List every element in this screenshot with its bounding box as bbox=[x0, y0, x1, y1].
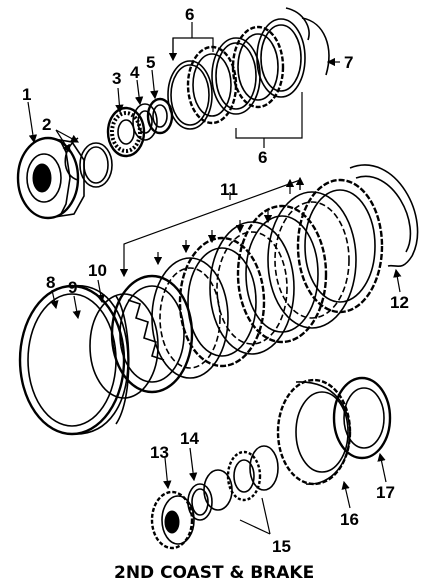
part-8-drum bbox=[18, 284, 130, 436]
part-16-ring-gear bbox=[276, 378, 352, 486]
callout-17: 17 bbox=[376, 483, 395, 502]
callout-1: 1 bbox=[22, 85, 31, 104]
part-17-washer bbox=[332, 376, 392, 460]
callout-5: 5 bbox=[146, 53, 155, 72]
part-10-piston bbox=[110, 274, 194, 394]
part-15-bearings bbox=[203, 445, 279, 511]
callout-13: 13 bbox=[150, 443, 169, 462]
callout-3: 3 bbox=[112, 69, 121, 88]
callout-6-bottom: 6 bbox=[258, 148, 267, 167]
callout-7: 7 bbox=[344, 53, 353, 72]
part-14-washer bbox=[187, 483, 213, 521]
part-11-clutch-pack bbox=[151, 178, 384, 379]
part-13-gear bbox=[150, 490, 195, 550]
callout-2: 2 bbox=[42, 115, 51, 134]
callout-10: 10 bbox=[88, 261, 107, 280]
callout-11: 11 bbox=[220, 180, 238, 199]
callout-12: 12 bbox=[390, 293, 409, 312]
part-12-snap-ring bbox=[349, 164, 419, 268]
callout-8: 8 bbox=[46, 273, 55, 292]
diagram-title: 2ND COAST & BRAKE bbox=[114, 563, 314, 583]
part-7-snap-ring bbox=[285, 7, 330, 76]
part-3-sprag bbox=[106, 106, 146, 158]
part-1-hub bbox=[16, 136, 85, 220]
callout-15: 15 bbox=[272, 537, 291, 556]
callout-14: 14 bbox=[180, 429, 199, 448]
callout-9: 9 bbox=[68, 278, 77, 297]
callout-6-top: 6 bbox=[185, 5, 194, 24]
part-6-plates bbox=[167, 18, 306, 130]
callout-16: 16 bbox=[340, 510, 359, 529]
part-4-race bbox=[132, 103, 158, 141]
part-2-rings bbox=[64, 137, 113, 188]
callout-4: 4 bbox=[130, 63, 140, 82]
